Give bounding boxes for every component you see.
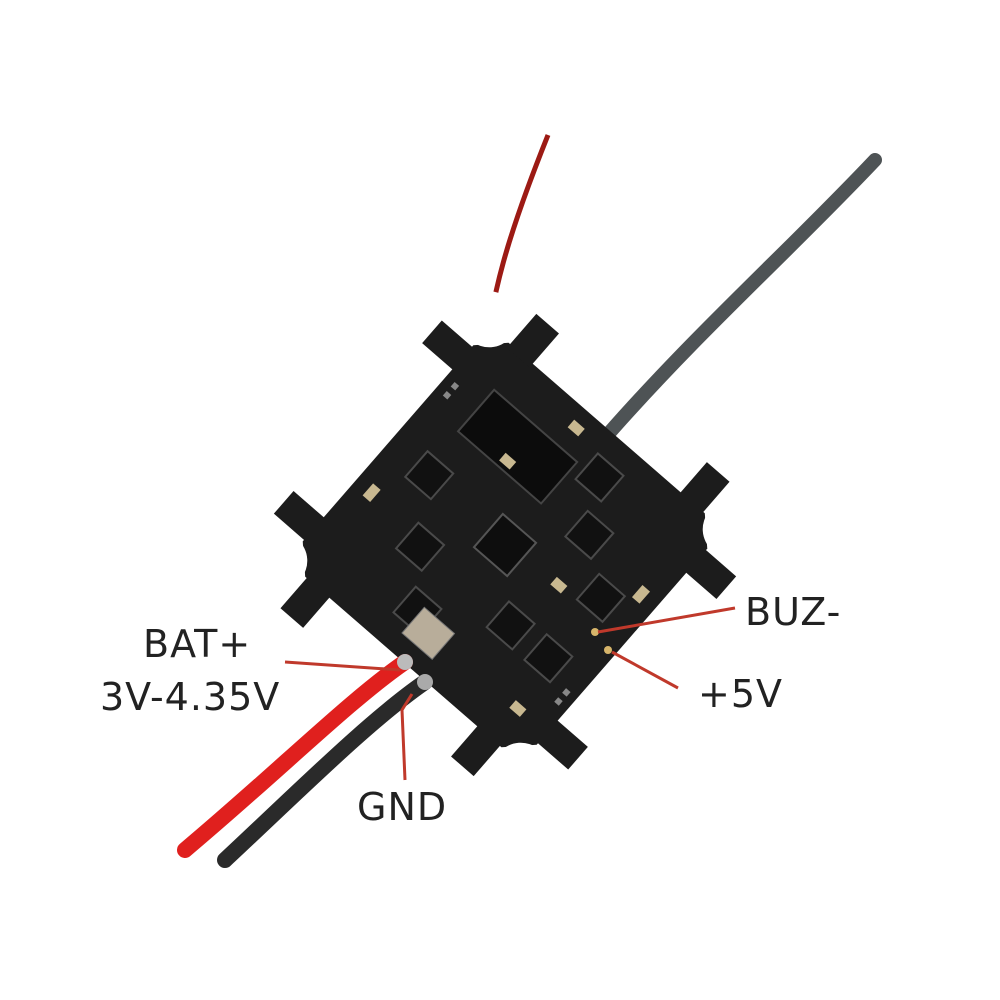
buz-pad (591, 628, 599, 636)
gnd-label: GND (357, 785, 448, 829)
buz-minus-label: BUZ- (745, 590, 842, 634)
gnd-leader-line (400, 693, 414, 781)
bat-voltage-label: 3V-4.35V (100, 675, 281, 719)
gnd-wire (217, 674, 433, 868)
rx-chip (456, 388, 579, 505)
mcu-chip (472, 512, 538, 578)
plus-5v-label: +5V (698, 672, 784, 716)
bat-plus-label: BAT+ (143, 622, 252, 666)
bat-positive-wire (177, 654, 413, 858)
5v-pad (604, 646, 612, 654)
buzzer-component (401, 606, 456, 660)
5v-leader-line (611, 650, 679, 690)
buz-leader-line (597, 606, 736, 634)
antenna-wire (603, 153, 882, 439)
bat-leader-line (284, 660, 401, 672)
flight-controller-board (251, 291, 759, 799)
